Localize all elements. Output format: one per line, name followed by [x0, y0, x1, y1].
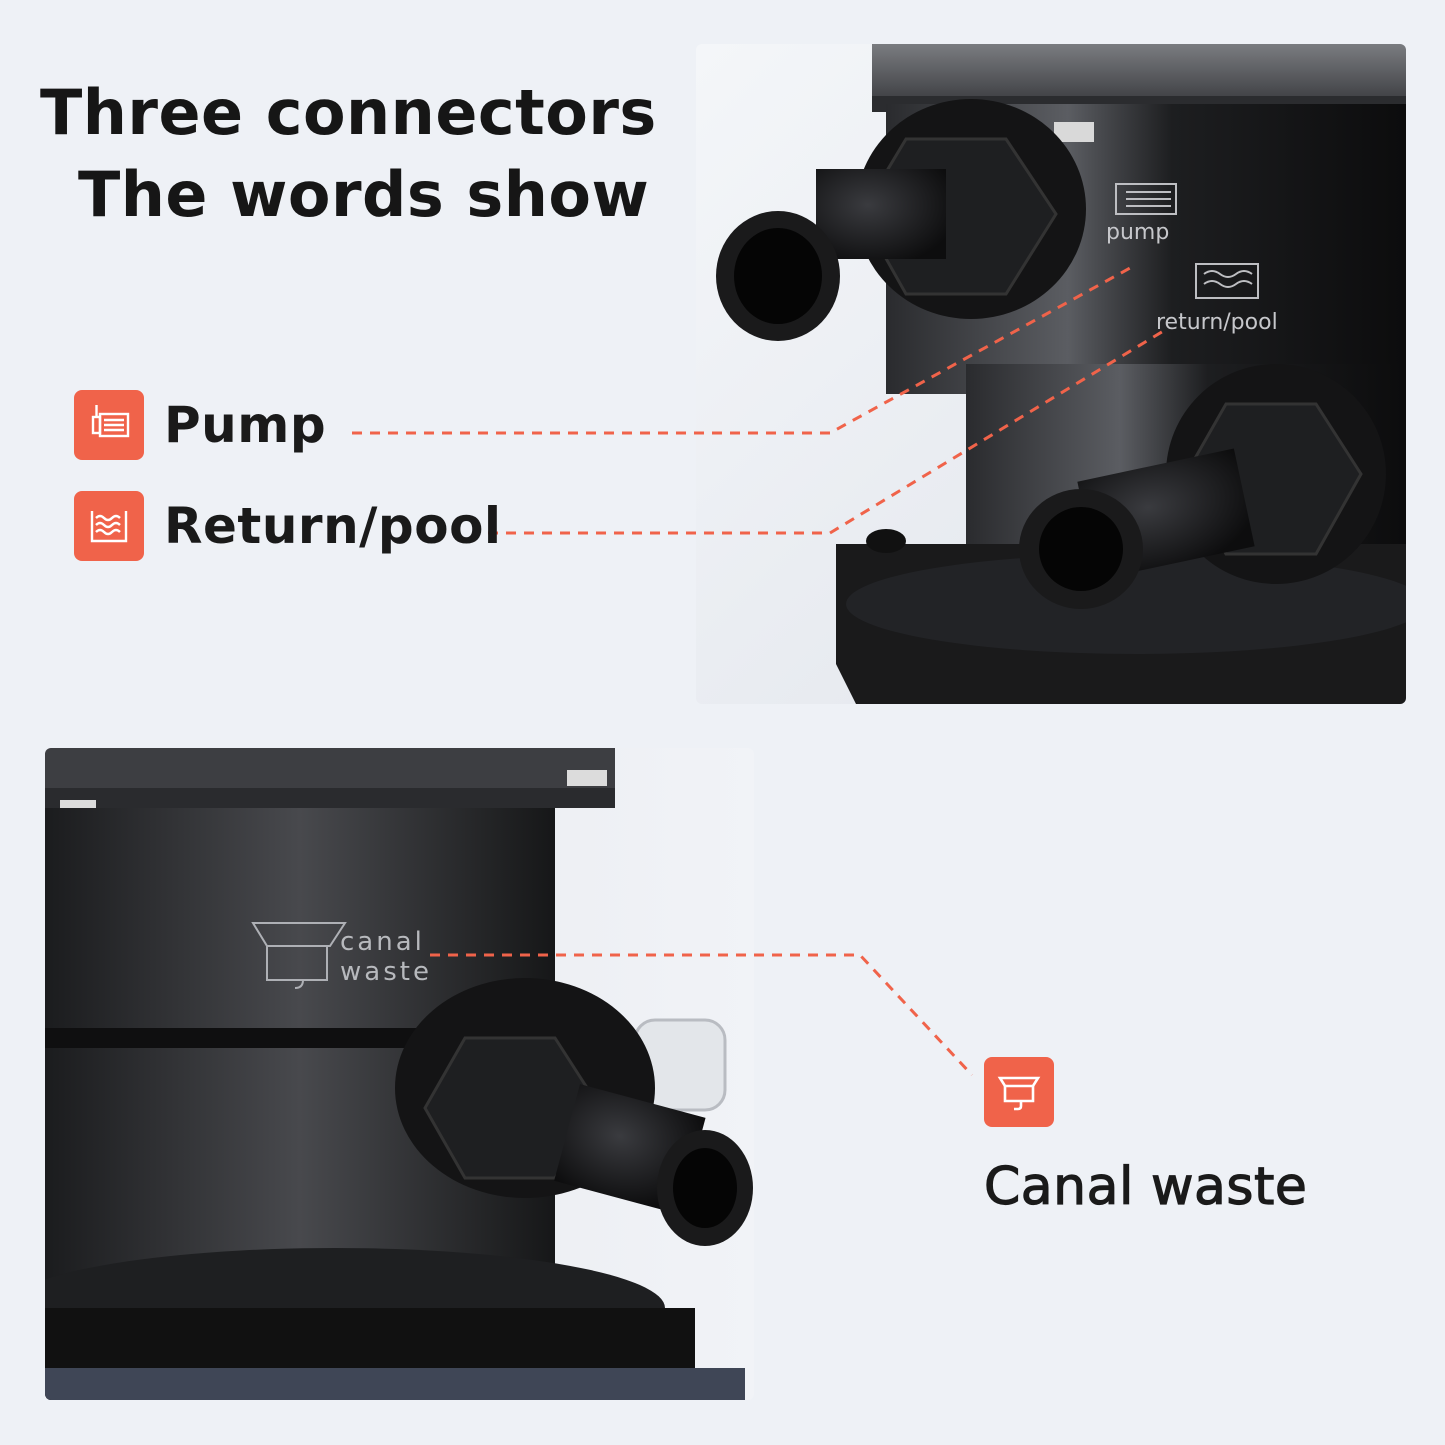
pump-icon — [74, 390, 144, 460]
engraving-waste: waste — [340, 957, 432, 987]
legend-return-pool: Return/pool — [74, 491, 502, 561]
headline-line-1: Three connectors — [40, 76, 657, 149]
engraving-pump: pump — [1106, 220, 1169, 245]
engraving-canal: canal — [340, 927, 425, 957]
product-photo-bottom: canal waste — [45, 748, 754, 1400]
legend-pump-label: Pump — [164, 396, 327, 454]
basin-drain-icon — [984, 1057, 1054, 1127]
headline-line-2: The words show — [78, 158, 650, 231]
water-waves-icon — [74, 491, 144, 561]
legend-canal-waste-label: Canal waste — [983, 1156, 1308, 1217]
headline: Three connectors The words show — [40, 72, 657, 236]
product-photo-top: pump return/pool — [696, 44, 1406, 704]
engraving-return-pool: return/pool — [1156, 310, 1278, 335]
legend-return-pool-label: Return/pool — [164, 497, 502, 555]
legend-canal-waste: Canal waste — [983, 1057, 1308, 1218]
legend-pump: Pump — [74, 390, 326, 460]
